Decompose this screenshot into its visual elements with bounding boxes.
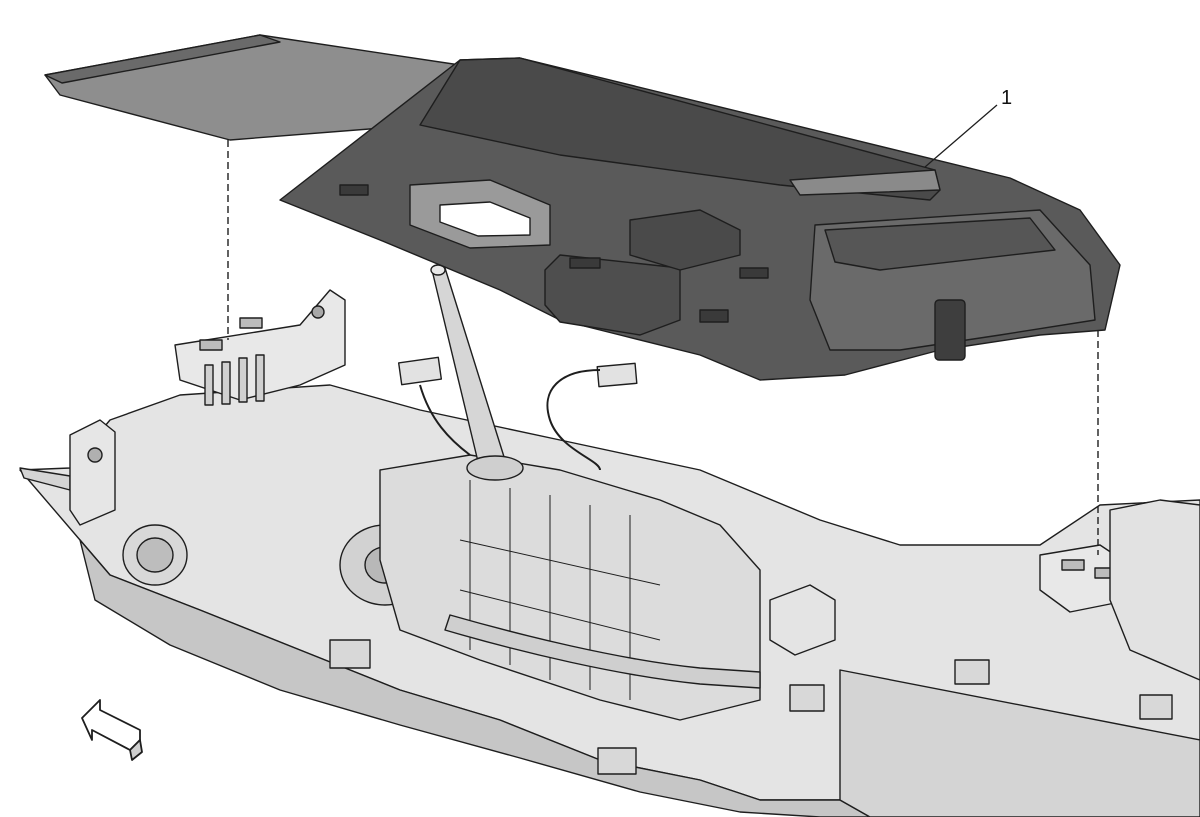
right-block bbox=[769, 584, 836, 656]
connector-right bbox=[596, 362, 638, 388]
gear-boss-inner bbox=[136, 537, 174, 573]
left-bracket-slot-2 bbox=[239, 317, 263, 329]
connector-left bbox=[397, 356, 443, 386]
left-bracket-ribs bbox=[204, 354, 265, 406]
console-base-assembly bbox=[19, 264, 1200, 817]
storage-cover bbox=[629, 209, 741, 271]
shift-lever-base bbox=[466, 455, 524, 481]
wire-harness-2 bbox=[419, 384, 471, 456]
trim-panel-rail-top bbox=[44, 34, 281, 84]
console-trim-panel bbox=[44, 34, 1121, 381]
trim-panel-slots bbox=[339, 184, 769, 323]
shift-lever-tip bbox=[430, 264, 446, 276]
callout-1-label: 1 bbox=[1001, 87, 1013, 109]
cup-holder bbox=[544, 254, 681, 336]
trim-panel-highlight bbox=[789, 169, 941, 196]
rear-bracket-slot bbox=[1061, 559, 1085, 571]
rear-module-lid bbox=[824, 217, 1056, 271]
rear-upright bbox=[1109, 499, 1200, 681]
rear-side-panel bbox=[839, 669, 1200, 817]
left-bracket bbox=[174, 289, 346, 401]
shifter-opening-inner bbox=[439, 201, 531, 237]
left-bracket-hole bbox=[311, 305, 325, 319]
front-direction-arrow-icon bbox=[81, 699, 143, 761]
cable-tube bbox=[444, 614, 761, 689]
front-mount-hole bbox=[87, 447, 103, 463]
callout-1-leader bbox=[924, 104, 998, 168]
rear-module-connector bbox=[934, 299, 966, 361]
left-bracket-slot bbox=[199, 339, 223, 351]
front-mount-tab bbox=[69, 419, 116, 526]
base-tabs bbox=[329, 639, 1173, 775]
wire-harness-1 bbox=[546, 369, 601, 471]
shifter-housing bbox=[379, 454, 761, 721]
